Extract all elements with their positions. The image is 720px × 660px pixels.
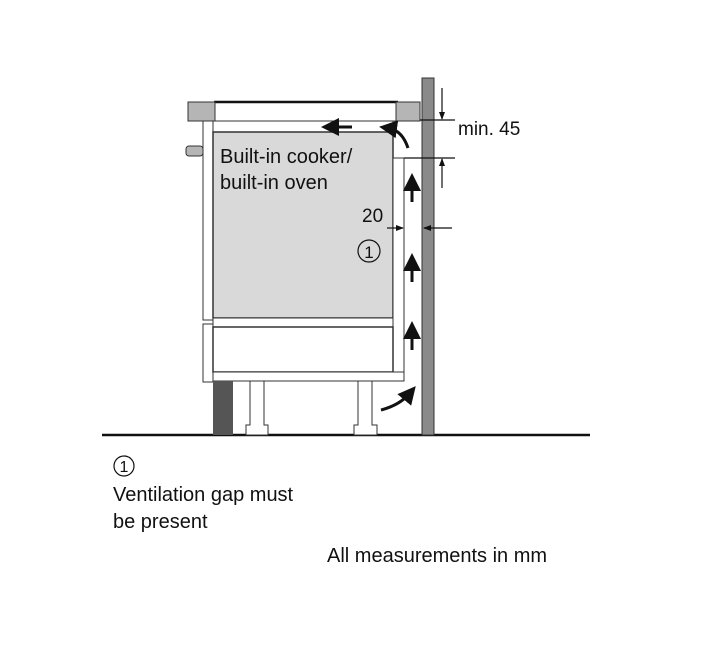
units-note: All measurements in mm — [327, 545, 547, 567]
appliance-label-line1: Built-in cooker/ — [220, 146, 353, 168]
rail — [212, 317, 394, 328]
top-clearance-label: min. 45 — [458, 119, 520, 140]
drawer — [212, 326, 394, 373]
legend-note-line1: Ventilation gap must — [113, 484, 294, 506]
appliance-body — [212, 131, 394, 319]
top-strip — [212, 120, 394, 133]
worktop — [187, 100, 421, 122]
svg-text:1: 1 — [364, 243, 373, 262]
airflow-arrows — [321, 118, 421, 412]
legend-note-line2: be present — [113, 511, 208, 533]
base-board — [212, 371, 405, 382]
cabinet-right-panel — [392, 157, 405, 373]
airflow-arrow-curve-bottom — [380, 386, 416, 412]
svg-text:1: 1 — [120, 459, 129, 476]
airflow-arrow-curve-top — [379, 120, 410, 149]
callout-marker: 1 — [357, 239, 381, 263]
gap-dimension-label: 20 — [362, 206, 383, 227]
knob — [185, 145, 204, 157]
appliance-label-line2: built-in oven — [220, 172, 328, 194]
leg-right — [353, 380, 378, 436]
side-wall — [421, 77, 435, 436]
plinth — [213, 381, 233, 435]
cabinet-side-lower — [202, 323, 214, 383]
legend-callout-marker: 1 — [113, 455, 135, 477]
clearance-dimension — [387, 88, 455, 231]
cabinet-side-upper — [202, 120, 214, 321]
leg-left — [245, 380, 269, 436]
